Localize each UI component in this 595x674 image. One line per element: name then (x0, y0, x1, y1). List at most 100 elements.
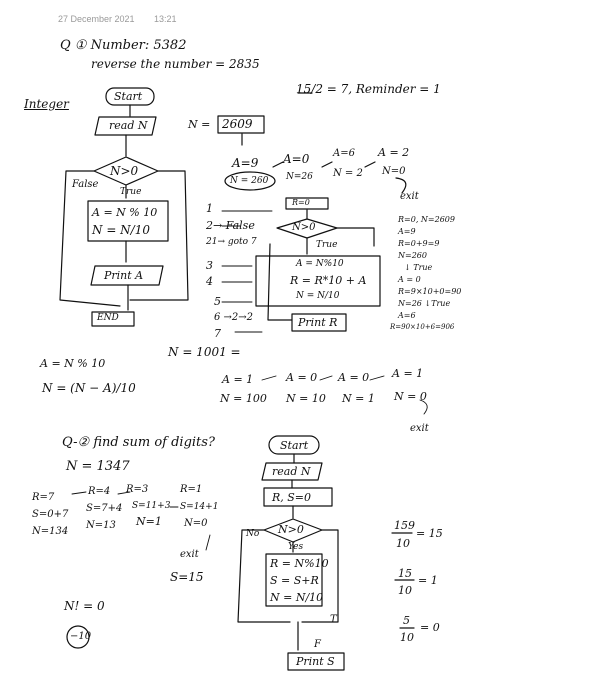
right-trace-line: N=26 ↓True (398, 299, 451, 308)
btrace-exit: exit (410, 423, 429, 434)
q2-trace-n0: N=0 (184, 518, 208, 529)
q1-title: Q ① Number: 5382 (60, 38, 187, 53)
btrace-a1: A = 1 (222, 373, 254, 386)
step-21: 21→ goto 7 (206, 237, 257, 247)
q1-false-branch (59, 170, 121, 307)
btrace-a0b: A = 0 (338, 371, 370, 384)
q2-assign-n: N = N/10 (270, 591, 324, 604)
q2-trace-s15: S=15 (170, 570, 204, 584)
right-trace-line: R=90×10+6=906 (390, 323, 455, 331)
trace-n26: N=26 (286, 172, 313, 182)
btrace-arrow-c (369, 375, 385, 381)
step-1: 1 (206, 202, 213, 215)
q2-assign-s: S = S+R (270, 574, 319, 587)
q1f2-true-line (336, 227, 375, 247)
btrace-arrow-a (261, 375, 277, 381)
q2-trace-r3: R=3 (126, 484, 149, 495)
btrace-n0: N = 0 (394, 390, 427, 403)
q1-loop-line (129, 170, 189, 301)
q1f2-print-label: Print R (298, 316, 338, 329)
q1-side-label: Integer (24, 97, 69, 111)
note-time: 13:21 (154, 14, 177, 24)
mod-note-a: A = N % 10 (40, 357, 106, 370)
frac-c-num: 5 (403, 614, 410, 627)
q1-end-label: END (97, 313, 119, 323)
trace-exit-arrow (395, 177, 407, 194)
q1f2-assign-n: N = N/10 (296, 291, 340, 301)
right-trace-line: R=0, N=2609 (398, 215, 455, 224)
btrace-n1: N = 1 (342, 392, 375, 405)
q2-trace-arrow-b (117, 491, 131, 495)
q1-false-label: False (72, 179, 99, 190)
mod-note-n: N = (N − A)/10 (42, 381, 136, 395)
q2-trace-n13: N=13 (86, 520, 116, 531)
step-7: 7 (214, 327, 221, 340)
step-2: 2→ False (206, 219, 255, 232)
trace-a9: A=9 (232, 156, 259, 170)
q1f2-print-shape (291, 313, 347, 332)
q2-factorial: N! = 0 (64, 599, 105, 613)
q1-print-label: Print A (104, 269, 144, 282)
q2-trace-n134: N=134 (32, 526, 69, 537)
q1f2-false-line (267, 243, 293, 321)
q2-start-label: Start (280, 439, 309, 452)
q2-trace-r7: R=7 (32, 492, 55, 503)
frac-c-den: 10 (400, 631, 414, 644)
right-trace-line: A=6 (398, 311, 416, 320)
btrace-n10: N = 10 (286, 392, 326, 405)
q1-subtitle: reverse the number = 2835 (91, 57, 260, 71)
q2-trace-s113: S=11+3 (132, 501, 171, 511)
btrace-exit-arrow (419, 399, 428, 415)
frac-b-num: 15 (398, 567, 412, 580)
frac-b-res: = 1 (418, 574, 438, 587)
q2-read-shape (261, 462, 323, 481)
q2-read-label: read N (272, 465, 311, 478)
q2-trace-exit: exit (180, 549, 199, 560)
q2-trace-r1: R=1 (180, 484, 203, 495)
q1f2-assign-a: A = N%10 (296, 259, 344, 269)
q1-division-note: 15/2 = 7, Reminder = 1 (296, 82, 441, 96)
q1-r-init: R=0 (292, 198, 310, 207)
q2-trace-r4: R=4 (88, 486, 111, 497)
frac-a-den: 10 (396, 537, 410, 550)
q1f2-assign-r: R = R*10 + A (290, 274, 367, 287)
q1-cond-label: N>0 (110, 164, 139, 178)
trace-arrow-a (272, 161, 284, 168)
q2-process-shape (265, 553, 323, 607)
q2-assign-r: R = N%10 (270, 557, 329, 570)
q2-init-shape (263, 487, 333, 507)
right-trace-line: A = 0 (398, 275, 421, 284)
frac-a-num: 159 (394, 519, 415, 532)
q2-no-label: No (246, 529, 260, 539)
q1-true-label: True (120, 187, 142, 197)
q1-start-label: Start (114, 90, 143, 103)
q2-exit-arrow (205, 534, 211, 551)
frac-c-res: = 0 (420, 621, 440, 634)
q2-f-label: F (314, 639, 321, 650)
q1-n-value: 2609 (222, 117, 253, 131)
trace-arrow-b (321, 161, 333, 168)
trace-n2: N = 2 (333, 168, 363, 179)
q1f2-process-shape (255, 255, 381, 307)
q1-print-shape (90, 265, 164, 286)
note-date: 27 December 2021 (58, 14, 135, 24)
step-3: 3 (206, 259, 213, 272)
btrace-n100: N = 100 (220, 392, 267, 405)
btrace-a1b: A = 1 (392, 367, 424, 380)
q1-assign-n: N = N/10 (92, 223, 150, 237)
q2-true-loop (301, 529, 339, 623)
q2-trace-s7: S=0+7 (32, 509, 69, 520)
q2-print-label: Print S (296, 655, 335, 668)
q2-n-value: N = 1347 (66, 459, 130, 474)
q2-trace-s74: S=7+4 (86, 503, 123, 514)
q1-n260-oval (224, 171, 276, 191)
step-4: 4 (206, 275, 213, 288)
q1f2-true-label: True (316, 240, 338, 250)
q2-yes-label: Yes (288, 542, 304, 552)
right-trace-line: A=9 (398, 227, 416, 236)
right-trace-line: R=9×10+0=90 (398, 287, 462, 296)
n1001: N = 1001 = (168, 345, 241, 359)
step-6: 6 →2→2 (214, 312, 254, 323)
